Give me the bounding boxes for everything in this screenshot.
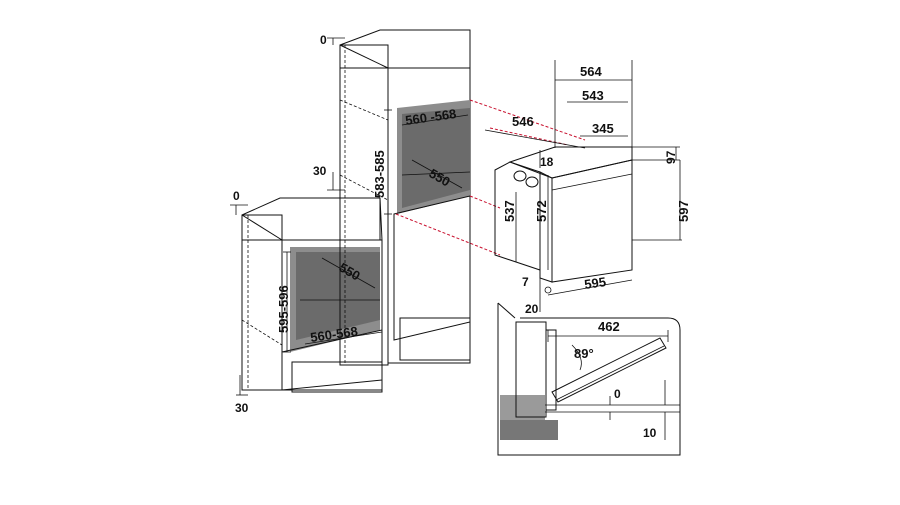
label-tall-niche-width: 560 -568: [404, 106, 457, 128]
label-oven-depth-body: 543: [582, 88, 604, 103]
label-low-zero: 0: [233, 189, 240, 203]
label-oven-inner-height: 572: [534, 200, 549, 222]
label-low-niche-width: 560-568: [309, 323, 358, 344]
dimension-labels: 0 560 -568 583-585 550 30 0 550 595-596 …: [233, 33, 691, 440]
label-oven-front: 20: [525, 302, 539, 316]
label-low-bottom: 30: [235, 401, 249, 415]
label-door-depth: 462: [598, 319, 620, 334]
label-low-niche-height: 595-596: [276, 285, 291, 333]
door-detail: [497, 302, 681, 456]
label-door-angle: 89°: [574, 346, 594, 361]
label-oven-panel-top: 18: [540, 155, 554, 169]
label-oven-depth-total: 564: [580, 64, 602, 79]
label-oven-width: 595: [583, 274, 607, 292]
label-top-zero-tall: 0: [320, 33, 327, 47]
label-oven-depth-rear: 345: [592, 121, 614, 136]
label-tall-niche-height: 583-585: [372, 150, 387, 198]
tall-cabinet-dimensions: [327, 37, 469, 215]
low-cabinet-dimensions: [230, 204, 383, 396]
label-door-ten: 10: [643, 426, 657, 440]
label-oven-depth-niche: 546: [512, 114, 534, 129]
label-tall-side-gap: 30: [313, 164, 327, 178]
label-oven-height: 597: [676, 200, 691, 222]
low-cabinet: [241, 197, 383, 393]
label-door-zero: 0: [614, 387, 621, 401]
oven: [494, 146, 633, 283]
label-oven-bottom-gap: 7: [522, 275, 529, 289]
oven-dimensions: [484, 60, 682, 312]
label-oven-body-height: 537: [502, 200, 517, 222]
label-oven-top-strip: 97: [664, 150, 678, 164]
